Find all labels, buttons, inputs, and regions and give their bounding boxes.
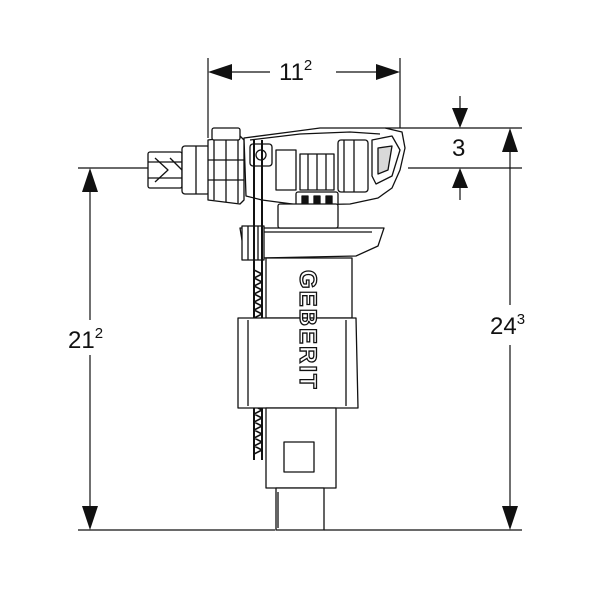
dimension-top-offset: [385, 96, 522, 200]
arrowhead-top: [502, 128, 518, 152]
float: [237, 317, 359, 409]
brand-text: GEBERIT: [294, 270, 321, 391]
dimension-top-width: [207, 58, 401, 138]
dimension-label-inlet-height: 212: [68, 325, 103, 354]
dimension-total-height: [324, 128, 522, 531]
lower-shaft: [265, 407, 337, 531]
arrowhead-bottom: [502, 506, 518, 530]
inlet-connector: [147, 145, 211, 195]
label-window: [283, 441, 315, 473]
fill-valve: [147, 127, 406, 531]
arrowhead-right: [376, 64, 400, 80]
brand-lettering: GEBERIT: [293, 269, 321, 391]
arrowhead-bottom: [82, 506, 98, 530]
arrowhead-left: [208, 64, 232, 80]
arrowhead-top: [82, 168, 98, 192]
valve-head: [243, 127, 406, 207]
union-nut: [207, 127, 245, 205]
dimension-inlet-height: [78, 167, 275, 531]
arrowhead-down: [452, 108, 468, 128]
arrowhead-up: [452, 168, 468, 188]
dimension-label-top-width: 112: [279, 57, 312, 86]
dimension-label-top-offset: 3: [452, 135, 465, 162]
dimension-label-total-height: 243: [490, 311, 525, 340]
